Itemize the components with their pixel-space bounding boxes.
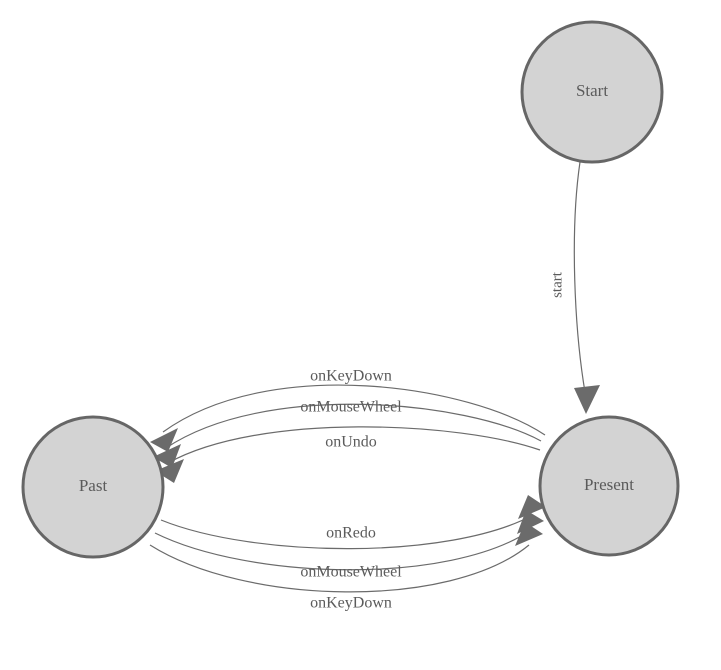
edge-path-present-past-1 <box>162 384 546 436</box>
edge-past-to-present-onkeydown[interactable] <box>149 522 543 593</box>
arrowhead-past-present-3 <box>515 522 543 546</box>
node-present-circle <box>538 415 680 557</box>
node-group: Start Past Present <box>21 20 680 559</box>
node-present[interactable]: Present <box>538 415 680 557</box>
edge-label-present-past-onkeydown: onKeyDown <box>310 368 392 385</box>
edge-label-past-present-onredo: onRedo <box>326 525 376 542</box>
edge-label-past-present-onkeydown: onKeyDown <box>310 595 392 612</box>
node-start-circle <box>520 20 664 164</box>
edge-present-to-past-onmousewheel[interactable] <box>153 403 542 468</box>
edge-present-to-past-onkeydown[interactable] <box>150 384 546 452</box>
node-start-label: Start <box>576 81 608 100</box>
node-present-label: Present <box>584 475 634 494</box>
edge-start-to-present[interactable] <box>573 161 600 414</box>
edge-label-present-past-onundo: onUndo <box>325 434 377 451</box>
edge-path-present-past-2 <box>165 403 542 449</box>
edge-label-past-present-onmousewheel: onMouseWheel <box>300 564 402 581</box>
arrowhead-present-past-2 <box>153 444 181 468</box>
edge-path-start-present <box>573 161 587 399</box>
edge-label-start: start <box>549 271 565 298</box>
edge-path-past-present-1 <box>160 514 534 550</box>
arrowhead-present-past-3 <box>155 459 184 483</box>
edge-label-present-past-onmousewheel: onMouseWheel <box>300 399 402 416</box>
arrowhead-present-past-1 <box>150 428 178 452</box>
arrowhead-start-present <box>574 385 600 414</box>
edge-group <box>149 161 600 593</box>
edge-path-past-present-3 <box>149 544 530 593</box>
edge-path-past-present-2 <box>154 529 532 571</box>
node-past-label: Past <box>79 476 108 495</box>
node-start[interactable]: Start <box>520 20 664 164</box>
node-past[interactable]: Past <box>21 415 165 559</box>
edge-label-group: start onKeyDown onMouseWheel onUndo onRe… <box>300 271 565 611</box>
node-past-circle <box>21 415 165 559</box>
edge-present-to-past-onundo[interactable] <box>155 426 541 483</box>
edge-path-present-past-3 <box>167 426 541 464</box>
